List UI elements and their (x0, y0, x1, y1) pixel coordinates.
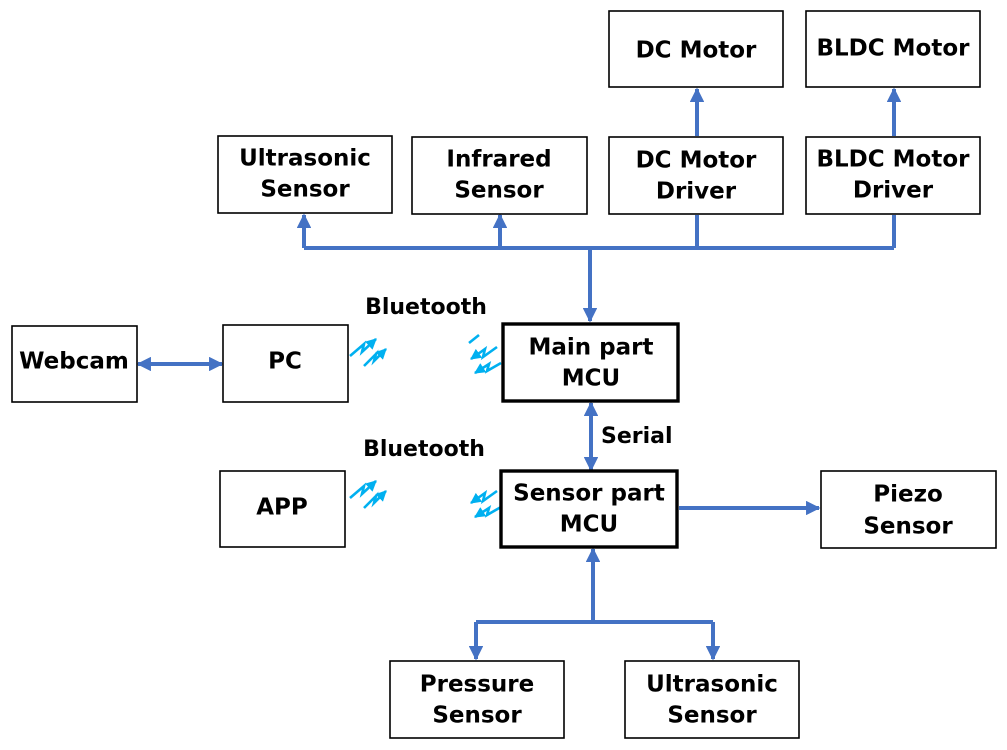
ultrasonic-sensor-bottom-line2: Sensor (667, 703, 757, 729)
bldc-motor-box: BLDC Motor (805, 10, 981, 88)
ultrasonic-sensor-bottom-box: Ultrasonic Sensor (624, 660, 800, 739)
dc-motor-label: DC Motor (636, 38, 757, 64)
main-mcu-line1: Main part (529, 335, 654, 361)
connectors (136, 87, 902, 661)
webcam-label: Webcam (19, 349, 129, 375)
main-mcu-line2: MCU (562, 366, 620, 392)
ultrasonic-sensor-top-box: Ultrasonic Sensor (217, 135, 393, 214)
bldc-motor-driver-line1: BLDC Motor (817, 147, 971, 173)
webcam-box: Webcam (11, 325, 138, 403)
bldc-motor-driver-box: BLDC Motor Driver (805, 136, 981, 215)
lightning-bolt-icon (468, 333, 502, 375)
bldc-motor-driver-line2: Driver (853, 178, 934, 204)
dc-motor-box: DC Motor (608, 10, 784, 88)
lightning-bolt-icon (349, 338, 387, 367)
sensor-mcu-line1: Sensor part (513, 481, 665, 507)
ultrasonic-sensor-top-line2: Sensor (260, 177, 350, 203)
lightning-bolt-icon (349, 480, 387, 509)
pressure-sensor-line1: Pressure (420, 672, 535, 698)
pc-label: PC (268, 349, 302, 375)
piezo-sensor-box: Piezo Sensor (820, 470, 997, 549)
dc-motor-driver-line2: Driver (656, 179, 737, 205)
app-label: APP (256, 495, 308, 521)
bldc-motor-label: BLDC Motor (817, 36, 971, 62)
infrared-sensor-line1: Infrared (446, 147, 551, 173)
sensor-mcu-box: Sensor part MCU (499, 469, 679, 549)
pressure-sensor-box: Pressure Sensor (389, 660, 565, 739)
main-mcu-box: Main part MCU (501, 322, 680, 403)
infrared-sensor-line2: Sensor (454, 178, 544, 204)
bluetooth-label-bottom: Bluetooth (363, 437, 485, 462)
piezo-sensor-line1: Piezo (873, 482, 943, 508)
sensor-mcu-line2: MCU (560, 512, 618, 538)
dc-motor-driver-box: DC Motor Driver (608, 136, 784, 215)
ultrasonic-sensor-bottom-line1: Ultrasonic (646, 672, 778, 698)
bluetooth-label-top: Bluetooth (365, 295, 487, 320)
app-box: APP (219, 470, 346, 548)
infrared-sensor-box: Infrared Sensor (411, 136, 588, 215)
piezo-sensor-line2: Sensor (863, 514, 953, 540)
wireless-icons (349, 333, 502, 519)
pc-box: PC (222, 324, 349, 403)
dc-motor-driver-line1: DC Motor (636, 148, 757, 174)
lightning-bolt-icon (470, 489, 502, 519)
pressure-sensor-line2: Sensor (432, 703, 522, 729)
serial-label: Serial (601, 424, 673, 449)
ultrasonic-sensor-top-line1: Ultrasonic (239, 146, 371, 172)
